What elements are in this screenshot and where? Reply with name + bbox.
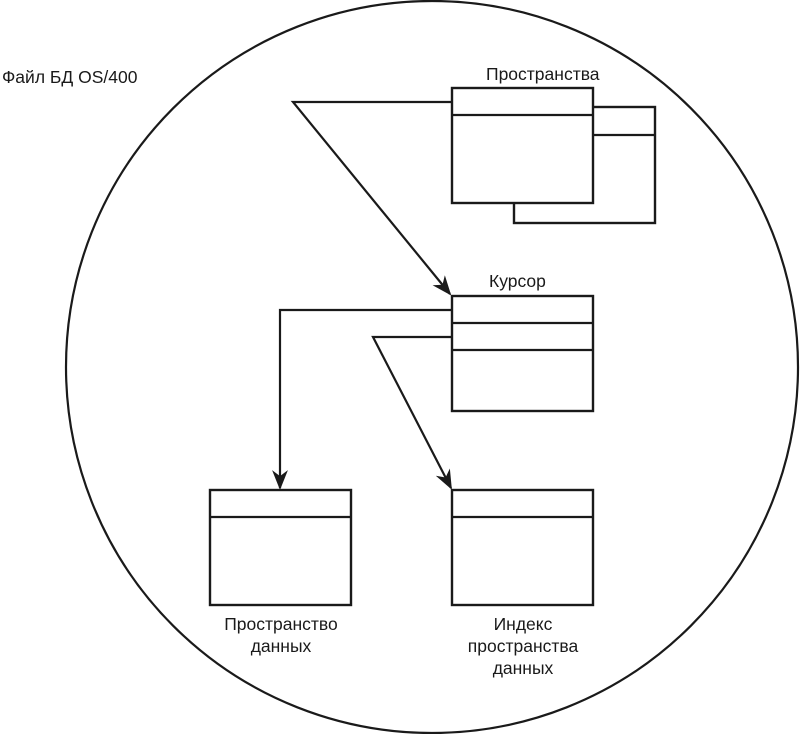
database-file-boundary	[65, 0, 799, 734]
data-space-node	[208, 488, 353, 607]
cursor-box	[450, 294, 595, 413]
database-file-title: Файл БД OS/400	[2, 67, 138, 87]
cursor-label: Курсор	[489, 271, 546, 291]
arrow-cursor-to-data-space-index	[371, 335, 452, 490]
spaces-front-box	[450, 86, 595, 205]
data-space-label: Пространство данных	[200, 613, 362, 657]
spaces-label: Пространства	[486, 64, 600, 84]
data-space-index-node	[450, 488, 595, 607]
data-space-index-label-line-2: пространства	[467, 636, 579, 656]
data-space-index-label: Индекс пространства данных	[440, 613, 606, 679]
cursor-node	[450, 294, 595, 413]
arrow-cursor-to-data-space	[272, 308, 452, 490]
data-space-box	[208, 488, 353, 607]
arrow-spaces-to-cursor	[290, 100, 452, 296]
data-space-index-label-line-3: данных	[492, 658, 554, 678]
data-space-label-line-2: данных	[250, 636, 312, 656]
spaces-node	[450, 86, 657, 225]
data-space-label-line-1: Пространство	[224, 614, 338, 634]
data-space-index-box	[450, 488, 595, 607]
data-space-index-label-line-1: Индекс	[493, 614, 553, 634]
